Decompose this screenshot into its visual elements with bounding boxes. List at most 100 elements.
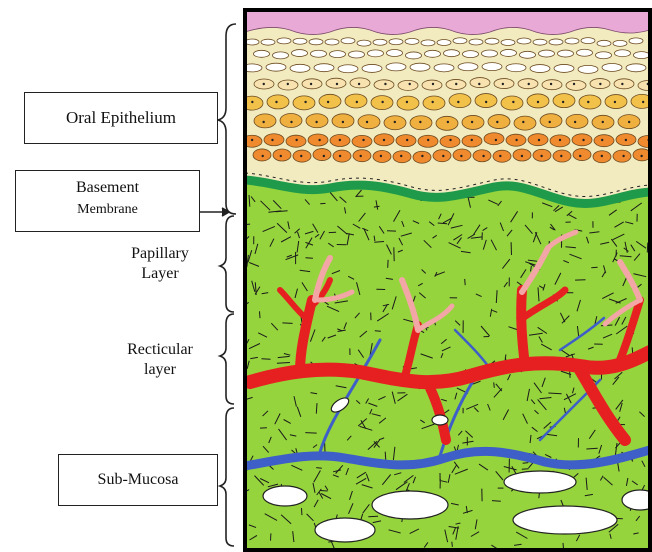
cell-nucleus: [262, 121, 264, 123]
cell-nucleus: [318, 139, 320, 141]
epithelial-cell: [581, 38, 595, 44]
cell-nucleus: [549, 121, 551, 123]
cell-nucleus: [419, 121, 421, 123]
recticular-layer-line2: layer: [100, 360, 220, 380]
epithelial-cell: [413, 151, 431, 163]
cell-nucleus: [559, 139, 561, 141]
sub-mucosa-bracket: [220, 408, 234, 546]
cell-nucleus: [421, 155, 423, 157]
cell-nucleus: [362, 139, 364, 141]
cell-nucleus: [304, 101, 306, 103]
epithelial-cell: [389, 39, 403, 45]
epithelial-cell: [533, 39, 547, 45]
epithelial-cell: [517, 38, 531, 44]
epithelial-cell: [578, 65, 598, 73]
epithelial-cell: [565, 38, 579, 44]
epithelial-cell: [501, 96, 523, 110]
epithelial-cell: [596, 52, 612, 59]
cell-nucleus: [356, 101, 358, 103]
cell-nucleus: [339, 155, 341, 157]
cell-nucleus: [485, 101, 487, 103]
epithelial-cell: [373, 39, 387, 45]
cell-nucleus: [579, 155, 581, 157]
epithelial-cell: [470, 78, 490, 88]
epithelial-cell: [458, 63, 478, 71]
cell-nucleus: [251, 139, 253, 141]
collagen-fiber: [591, 267, 597, 268]
cell-nucleus: [251, 101, 253, 103]
cell-nucleus: [366, 121, 368, 123]
collagen-fiber: [375, 331, 381, 332]
papillary-layer-label: Papillary Layer: [100, 244, 220, 284]
epithelial-cell: [514, 116, 536, 130]
cell-nucleus: [300, 155, 302, 157]
epithelial-cell: [437, 39, 451, 45]
epithelial-cell: [353, 150, 371, 162]
epithelial-cell: [602, 63, 622, 71]
epithelial-cell: [333, 150, 351, 162]
recticular-bracket: [220, 314, 234, 404]
cell-nucleus: [460, 155, 462, 157]
collagen-fiber: [260, 311, 261, 318]
epithelial-cell: [613, 40, 627, 46]
cell-nucleus: [427, 139, 429, 141]
epithelial-cell: [352, 135, 372, 147]
epithelial-cell: [463, 51, 479, 58]
epithelial-cell: [540, 114, 562, 128]
epithelial-cell: [267, 95, 289, 109]
collagen-fiber: [368, 516, 378, 517]
epithelial-cell: [579, 95, 601, 109]
cell-nucleus: [262, 155, 264, 157]
cell-nucleus: [495, 139, 497, 141]
epithelial-cell: [626, 64, 646, 72]
sub-mucosa-label: Sub-Mucosa: [98, 471, 179, 488]
cell-nucleus: [614, 101, 616, 103]
cell-nucleus: [449, 139, 451, 141]
epithelial-cell: [396, 135, 416, 147]
cell-nucleus: [622, 155, 624, 157]
epithelial-cell: [293, 96, 315, 110]
collagen-fiber: [647, 243, 648, 253]
cell-nucleus: [599, 83, 601, 85]
cell-nucleus: [339, 139, 341, 141]
epithelial-cell: [520, 51, 536, 58]
cell-nucleus: [287, 83, 289, 85]
cell-nucleus: [521, 155, 523, 157]
epithelial-cell: [425, 50, 441, 57]
epithelial-cell: [549, 39, 563, 45]
epithelial-cell: [253, 149, 271, 161]
cell-nucleus: [295, 139, 297, 141]
cell-nucleus: [323, 155, 325, 157]
epithelial-cell: [553, 94, 575, 108]
collagen-fiber: [523, 463, 529, 464]
cell-nucleus: [562, 101, 564, 103]
cell-nucleus: [455, 83, 457, 85]
cell-nucleus: [271, 139, 273, 141]
epithelial-cell: [444, 50, 460, 57]
epithelial-cell: [314, 64, 334, 72]
epithelial-cell: [306, 114, 328, 128]
epithelial-cell: [266, 63, 286, 71]
epithelial-cell: [558, 50, 574, 57]
epithelial-cell: [577, 49, 593, 56]
epithelial-cell: [254, 114, 276, 128]
epithelial-cell: [308, 134, 328, 146]
epithelial-cell: [350, 78, 370, 88]
cell-nucleus: [550, 83, 552, 85]
epithelial-cell: [422, 80, 442, 90]
cell-nucleus: [528, 83, 530, 85]
cell-nucleus: [601, 139, 603, 141]
epithelial-cell: [313, 149, 331, 161]
collagen-fiber: [452, 542, 453, 547]
cell-nucleus: [275, 101, 277, 103]
cell-nucleus: [358, 83, 360, 85]
epithelial-cell: [405, 38, 419, 44]
epithelial-cell: [406, 52, 422, 59]
cell-nucleus: [574, 121, 576, 123]
cell-nucleus: [625, 139, 627, 141]
cell-nucleus: [380, 155, 382, 157]
epithelial-cell: [374, 80, 394, 90]
cell-nucleus: [538, 139, 540, 141]
basement-membrane-label-box: Basement Membrane: [15, 170, 200, 232]
epithelial-cell: [482, 63, 502, 71]
